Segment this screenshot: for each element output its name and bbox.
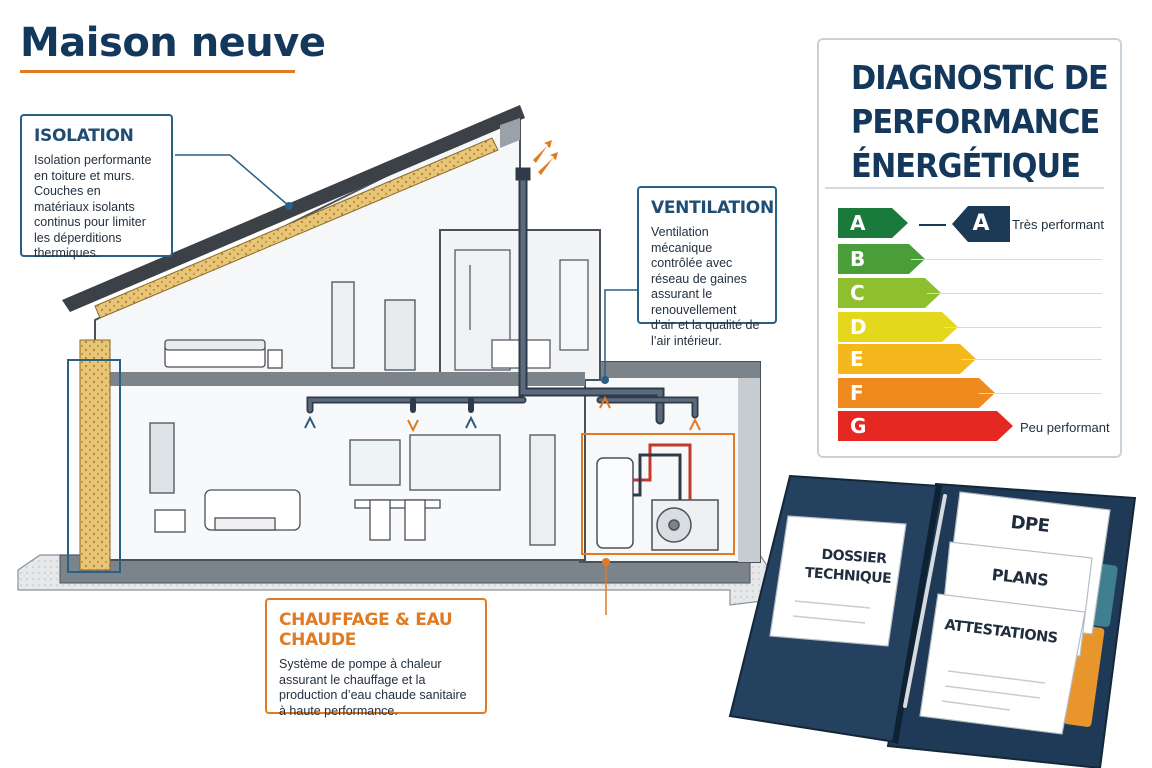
dpe-best-label: Très performant (1012, 217, 1104, 232)
pen-icon (903, 494, 947, 708)
dpe-bar-d: D (838, 312, 958, 342)
ventilation-ducts (306, 167, 699, 425)
dpe-bar-c: C (838, 278, 941, 308)
dpe-row-line (979, 393, 1102, 394)
ventilation-title: VENTILATION (651, 198, 774, 218)
page-title: Maison neuve (20, 20, 326, 66)
dpe-bar-f: F (838, 378, 995, 408)
dpe-bar-g: G (838, 411, 1013, 441)
house-cutaway-illustration (17, 105, 771, 615)
dpe-rating-badge: A (952, 206, 1010, 242)
wall-insulation (79, 339, 111, 571)
folder-documents (919, 491, 1111, 735)
heating-text: Système de pompe à chaleur assurant le c… (279, 657, 467, 718)
roof (62, 105, 525, 319)
dpe-row-line (911, 259, 1102, 260)
isolation-text: Isolation performante en toiture et murs… (34, 153, 152, 260)
dpe-title-line-3: ÉNERGÉTIQUE (851, 146, 1081, 185)
heating-title: CHAUFFAGE & EAU CHAUDE (279, 610, 453, 650)
callout-leader-lines (175, 154, 637, 615)
heat-pump-system (581, 433, 735, 555)
bedroom (164, 281, 416, 371)
dpe-row-line (927, 293, 1102, 294)
isolation-highlight-box (67, 359, 121, 573)
dpe-rating-connector (919, 224, 946, 226)
ventilation-text: Ventilation mécanique contrôlée avec rés… (651, 225, 760, 348)
isolation-callout: ISOLATION Isolation performante en toitu… (20, 114, 173, 260)
dpe-title-line-1: DIAGNOSTIC DE (851, 58, 1109, 97)
exhaust-arrows (533, 140, 558, 175)
dpe-panel: DIAGNOSTIC DE PERFORMANCE ÉNERGÉTIQUE A … (817, 38, 1122, 458)
dpe-title-line-2: PERFORMANCE (851, 102, 1100, 141)
dpe-worst-label: Peu performant (1020, 420, 1110, 435)
dpe-bar-b: B (838, 244, 925, 274)
dpe-title: DIAGNOSTIC DE PERFORMANCE ÉNERGÉTIQUE (851, 56, 1109, 188)
dpe-separator (825, 187, 1104, 189)
technical-folder-illustration (728, 474, 1137, 768)
title-underline (20, 70, 295, 73)
airflow-arrows (304, 395, 701, 433)
dpe-row-line (943, 327, 1102, 328)
heating-callout: CHAUFFAGE & EAU CHAUDE Système de pompe … (265, 598, 487, 718)
ventilation-callout: VENTILATION Ventilation mécanique contrô… (637, 186, 777, 348)
dpe-bar-a: A (838, 208, 908, 238)
dpe-row-line (961, 359, 1102, 360)
isolation-title: ISOLATION (34, 126, 134, 146)
living-room (149, 422, 556, 546)
dpe-bar-e: E (838, 344, 976, 374)
